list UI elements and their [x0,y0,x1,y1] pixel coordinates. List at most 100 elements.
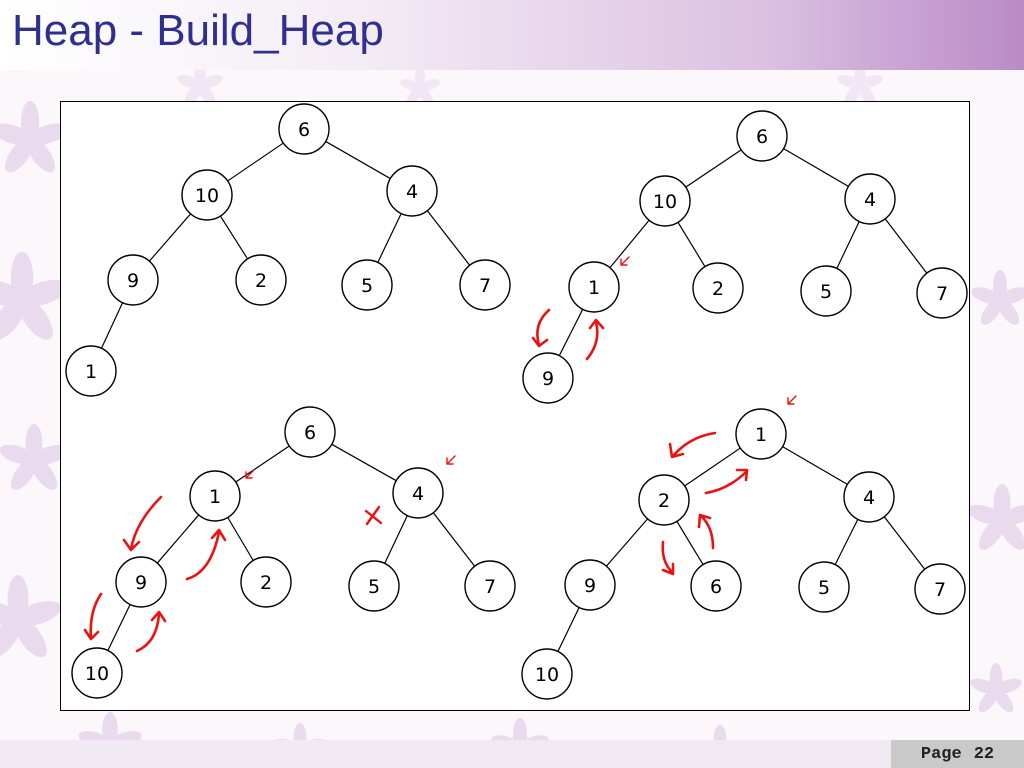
heap-node: 7 [914,563,966,615]
visited-marker [446,455,456,465]
node-label: 7 [934,579,946,601]
node-label: 2 [658,490,670,512]
tree-edge [227,142,284,182]
node-label: 5 [368,576,380,598]
node-circle [692,262,744,314]
node-label: 7 [484,576,496,598]
visited-marker [620,256,630,266]
tree-edge [685,149,742,188]
tree-edge [558,309,584,356]
node-circle [71,647,123,699]
heap-node: 4 [392,467,444,519]
swap-arrow [135,610,167,653]
page-word: Page [920,744,962,764]
node-label: 10 [535,664,559,686]
node-circle [235,254,287,306]
heap-node: 5 [348,560,400,612]
node-circle [392,467,444,519]
tree-edge [684,447,741,487]
heap-node: 5 [800,265,852,317]
node-label: 4 [412,483,424,505]
heap-node: 10 [71,647,123,699]
node-label: 6 [756,126,768,148]
heap-node: 7 [916,267,968,319]
node-circle [464,560,516,612]
tree-edge [605,518,649,567]
page-number: 22 [973,744,995,764]
tree-edge [782,446,848,485]
heap-node: 2 [638,474,690,526]
swap-arrow [585,318,605,361]
tree-edge [235,445,290,483]
tree-edge [331,443,397,482]
node-label: 2 [255,270,267,292]
node-circle [181,169,233,221]
node-label: 5 [820,281,832,303]
node-circle [564,559,616,611]
slide-title: Heap - Build_Heap [12,6,384,55]
tree-edge [384,515,408,564]
node-circle [568,261,620,313]
swap-arrow [531,308,551,348]
node-circle [843,471,895,523]
tree-edge [557,607,580,652]
tree-edge [884,218,928,274]
heap-node: 10 [639,175,691,227]
heap-node: 4 [844,173,896,225]
tree-edge [432,512,476,567]
heap-node: 1 [189,470,241,522]
heap-node: 2 [692,262,744,314]
node-label: 9 [127,270,139,292]
tree-edge [107,604,131,651]
node-circle [284,406,336,458]
node-circle [690,560,742,612]
tree-edge [676,521,704,565]
swap-arrow [122,495,163,552]
swap-arrow [185,528,227,581]
node-label: 4 [864,189,876,211]
node-circle [914,563,966,615]
node-label: 9 [135,572,147,594]
swap-arrow [704,468,749,495]
swap-arrow [83,592,103,641]
tree-edge [100,302,124,349]
heap-node: 9 [107,254,159,306]
tree-edge [156,514,200,564]
heap-node: 2 [235,254,287,306]
node-circle [386,165,438,217]
tree-edge [325,140,391,180]
heap-node: 7 [459,259,511,311]
heap-node: 4 [843,471,895,523]
swap-arrow [697,513,715,550]
heap-node: 9 [564,559,616,611]
heap-node: 10 [181,169,233,221]
heap-node: 5 [341,259,393,311]
node-label: 10 [195,185,219,207]
node-circle [522,352,574,404]
node-circle [459,259,511,311]
node-label: 5 [361,275,373,297]
node-circle [115,556,167,608]
node-label: 10 [653,191,677,213]
node-circle [65,345,117,397]
tree-edge [148,213,192,262]
node-label: 1 [85,361,97,383]
heap-node: 6 [278,103,330,155]
node-label: 6 [298,119,310,141]
visited-marker [787,395,797,405]
node-label: 7 [936,283,948,305]
node-circle [844,173,896,225]
heap-node: 9 [115,556,167,608]
swap-arrow [668,431,717,459]
footer-band [0,740,1024,768]
heap-node: 1 [568,261,620,313]
heap-node: 7 [464,560,516,612]
no-swap-mark [364,505,383,526]
node-label: 1 [588,277,600,299]
tree-edge [609,219,650,269]
node-circle [107,254,159,306]
